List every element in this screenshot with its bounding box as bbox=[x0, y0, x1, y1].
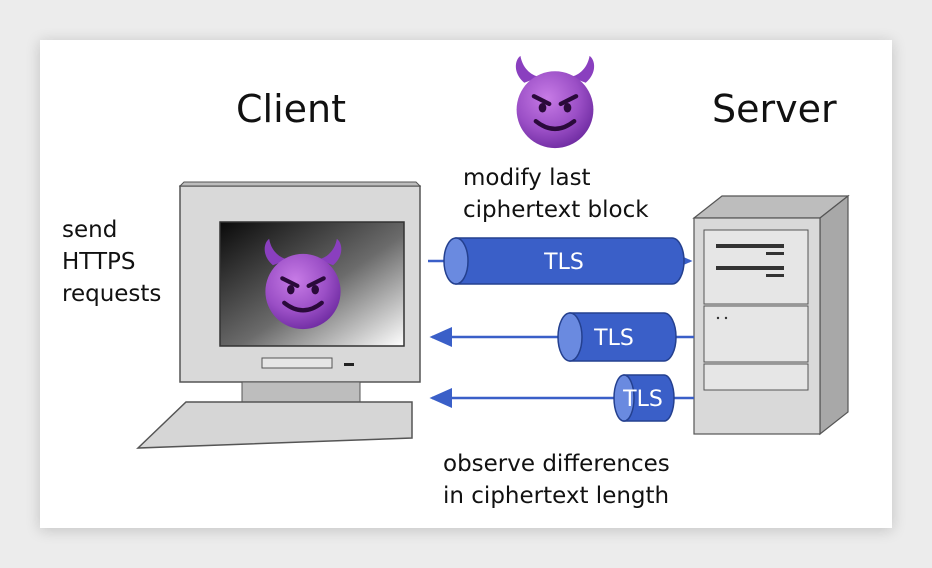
tls-channel-3: TLS bbox=[613, 374, 675, 422]
tls-label: TLS bbox=[593, 326, 634, 351]
attacker-action-line: modify last bbox=[463, 165, 591, 191]
devil-icon bbox=[516, 56, 594, 148]
client-action-line: requests bbox=[62, 281, 162, 307]
attacker-action-line: ciphertext block bbox=[463, 197, 649, 223]
tls-label: TLS bbox=[622, 387, 663, 412]
client-action-line: send bbox=[62, 217, 118, 243]
client-action-line: HTTPS bbox=[62, 249, 136, 275]
observation-line: in ciphertext length bbox=[443, 483, 670, 509]
observation-line: observe differences bbox=[443, 451, 670, 477]
tls-channel-2: TLS bbox=[557, 312, 677, 362]
attacker-action-label: modify last ciphertext block bbox=[463, 162, 649, 226]
observation-label: observe differences in ciphertext length bbox=[443, 448, 670, 512]
tls-channel-1: TLS bbox=[443, 237, 685, 285]
client-title: Client bbox=[236, 87, 347, 131]
server-title: Server bbox=[712, 87, 837, 131]
tls-label: TLS bbox=[543, 250, 584, 275]
client-action-label: send HTTPS requests bbox=[62, 214, 161, 310]
server-icon bbox=[692, 194, 850, 436]
